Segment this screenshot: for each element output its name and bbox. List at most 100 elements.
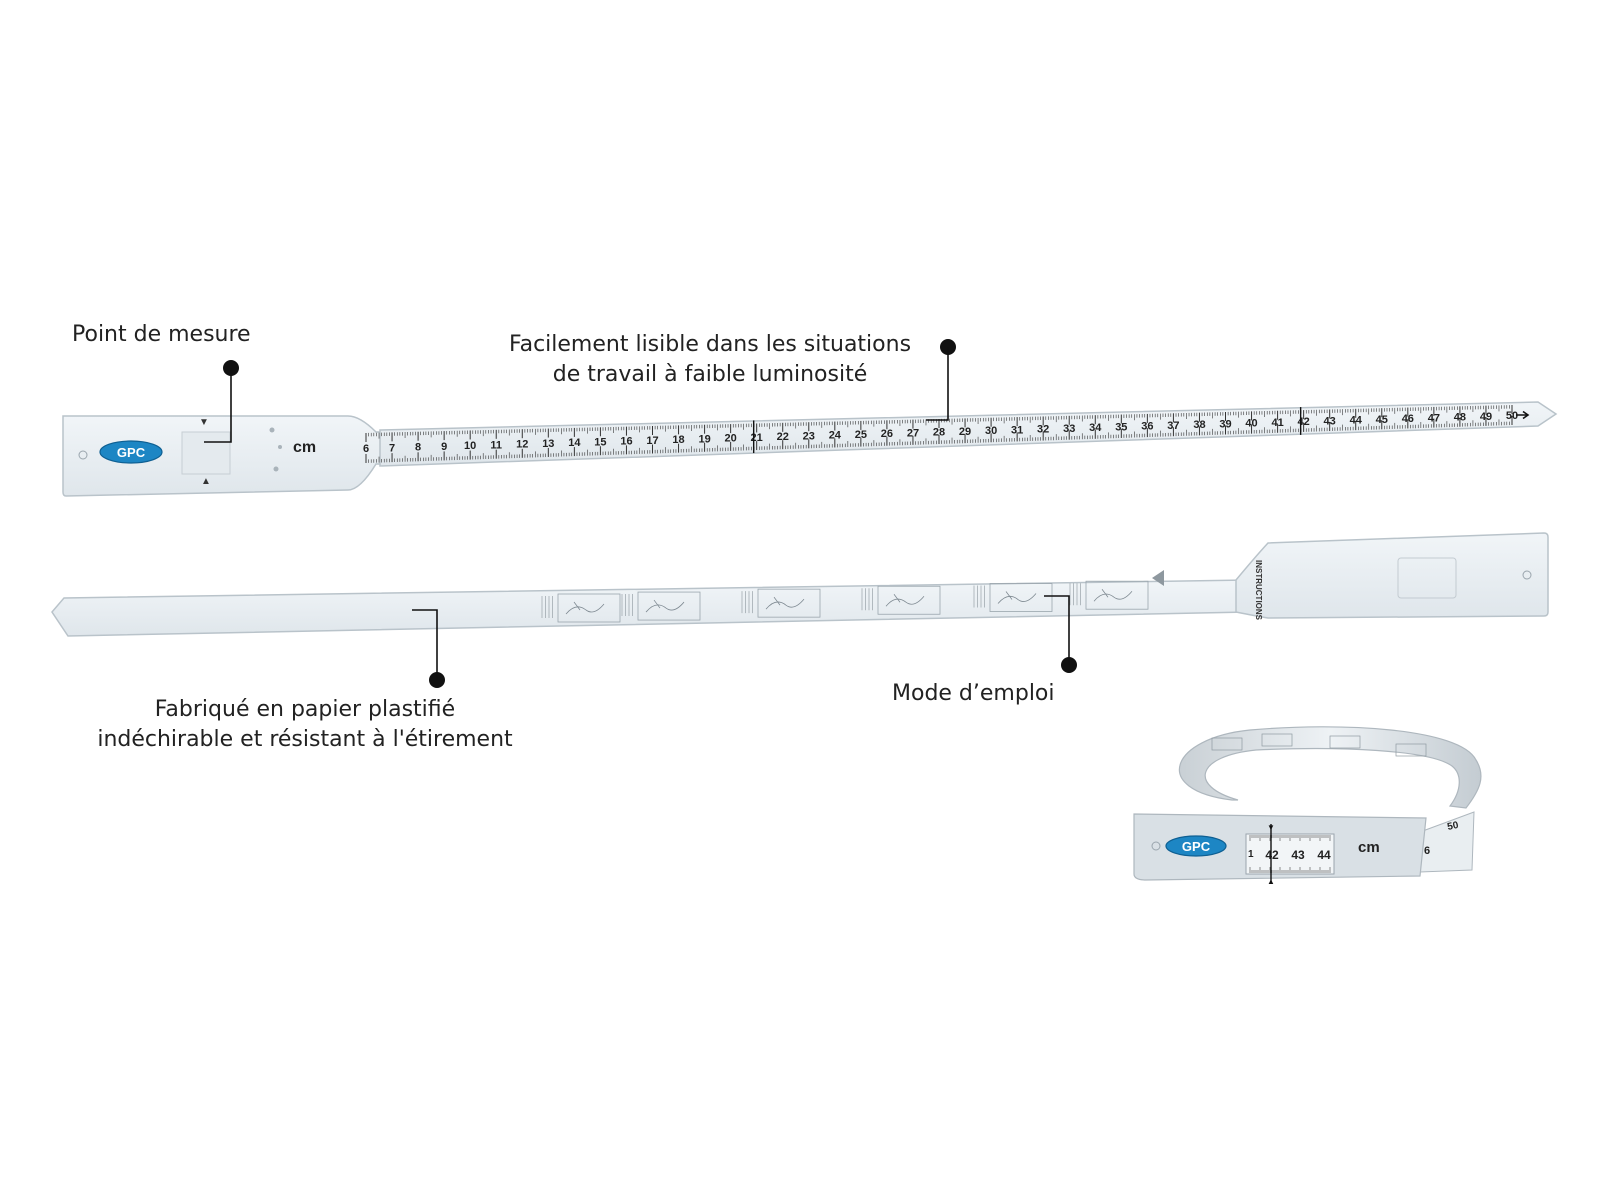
edge-number: 6	[1424, 845, 1430, 857]
ruler-number: 24	[829, 430, 842, 442]
brand-logo: GPC	[1165, 835, 1227, 857]
hole-icon	[1151, 841, 1161, 851]
looped-tape-illustration: 50 6 GPC 1 42 43 44 ▼ ▲ cm	[1133, 726, 1482, 886]
ruler-number: 39	[1219, 418, 1231, 430]
ruler-number: 34	[1089, 422, 1102, 434]
ruler-number: 47	[1428, 412, 1440, 424]
leader-line	[204, 368, 232, 443]
ruler-number: 46	[1402, 413, 1414, 425]
edge-number: 50	[1446, 820, 1460, 833]
tape-back-head	[1235, 532, 1549, 619]
hole-icon	[1522, 570, 1532, 580]
callout-instructions: Mode d’emploi	[892, 679, 1055, 709]
callout-text: Mode d’emploi	[892, 681, 1055, 706]
rivet-icon	[278, 445, 282, 449]
window-ticks	[1249, 835, 1331, 873]
loop-instruction-picture	[1211, 737, 1243, 751]
loop-instruction-picture	[1329, 735, 1361, 749]
ruler-number: 49	[1480, 411, 1492, 423]
ruler-number: 21	[751, 432, 763, 444]
down-arrow-icon: ▼	[199, 417, 209, 428]
window-number: 44	[1317, 848, 1331, 862]
ruler-number: 25	[855, 429, 867, 441]
ruler-number: 12	[516, 439, 528, 451]
ruler-number: 32	[1037, 424, 1049, 436]
instruction-sketch	[1093, 588, 1133, 602]
callout-material: Fabriqué en papier plastifié indéchirabl…	[70, 695, 540, 755]
instructions-heading: INSTRUCTIONS	[1254, 560, 1263, 621]
ruler-number: 26	[881, 428, 893, 440]
ruler-number: 42	[1298, 416, 1310, 428]
ruler-number: 38	[1193, 419, 1205, 431]
instruction-sketch	[885, 594, 925, 607]
ruler-number: 15	[594, 436, 606, 448]
slot-outline	[1397, 557, 1457, 599]
right-arrow-icon	[1516, 410, 1530, 420]
rivet-icon	[269, 427, 275, 433]
callout-text: indéchirable et résistant à l'étirement	[97, 727, 513, 752]
instruction-panels	[541, 580, 1149, 623]
up-arrow-icon: ▲	[201, 476, 211, 487]
instruction-picture	[637, 591, 701, 621]
instruction-picture	[557, 593, 621, 623]
leader-line	[412, 609, 438, 680]
instruction-sketch	[765, 596, 805, 610]
ruler-number: 50	[1506, 410, 1518, 422]
leader-line	[1044, 595, 1070, 665]
ruler-number: 10	[464, 440, 476, 452]
ruler-number: 36	[1141, 421, 1153, 433]
ruler-number: 37	[1167, 420, 1179, 432]
window-number: 42	[1265, 848, 1279, 862]
ruler-number: 23	[803, 430, 815, 442]
ruler-number: 45	[1376, 414, 1388, 426]
down-arrow-icon: ▼	[1267, 823, 1275, 832]
ruler-number: 30	[985, 425, 997, 437]
ruler-number: 6	[363, 443, 369, 455]
ruler-number: 43	[1324, 415, 1336, 427]
instruction-sketch	[997, 591, 1037, 604]
brand-logo-text: GPC	[117, 445, 146, 460]
leader-line	[926, 347, 949, 421]
ruler-number: 29	[959, 426, 971, 438]
loop-instruction-marks	[1211, 733, 1427, 757]
callout-measure-point: Point de mesure	[72, 320, 251, 350]
ruler-number: 18	[672, 434, 684, 446]
ruler-number: 22	[777, 431, 789, 443]
window-number: 43	[1291, 848, 1305, 862]
rivet-icon	[273, 466, 279, 472]
callout-text: Fabriqué en papier plastifié	[154, 697, 456, 722]
ruler-number: 35	[1115, 421, 1127, 433]
brand-logo: GPC	[99, 440, 163, 464]
ruler-number: 16	[620, 436, 632, 448]
window-digit: 1	[1248, 849, 1254, 860]
tape-strip	[379, 401, 1558, 467]
callout-text: Facilement lisible dans les situations	[508, 332, 912, 357]
ruler-number: 28	[933, 427, 945, 439]
loop-instruction-picture	[1261, 733, 1293, 747]
tape-end-strip	[1419, 811, 1475, 873]
measuring-tape-back: INSTRUCTIONS	[51, 532, 1549, 637]
instruction-sketch	[565, 601, 605, 615]
ruler-number: 41	[1271, 417, 1283, 429]
ruler-number: 13	[542, 438, 554, 450]
ruler-number: 11	[490, 439, 502, 451]
unit-label: cm	[1358, 839, 1380, 856]
ruler-number: 27	[907, 427, 919, 439]
loop-instruction-picture	[1395, 743, 1427, 757]
ruler-number: 17	[646, 435, 658, 447]
ruler-number: 14	[568, 437, 581, 449]
ruler-number: 31	[1011, 424, 1023, 436]
instruction-sketch	[645, 599, 685, 613]
ruler-number: 8	[415, 442, 421, 454]
ruler-number: 48	[1454, 412, 1466, 424]
tape-loop	[1178, 726, 1482, 809]
play-triangle-icon	[1152, 570, 1164, 586]
callout-readability: Facilement lisible dans les situations d…	[480, 330, 940, 390]
callout-text: de travail à faible luminosité	[552, 362, 868, 387]
callout-leaders	[204, 339, 1077, 688]
ruler-number: 9	[441, 441, 447, 453]
instruction-picture	[989, 583, 1053, 612]
hole-icon	[78, 450, 88, 460]
